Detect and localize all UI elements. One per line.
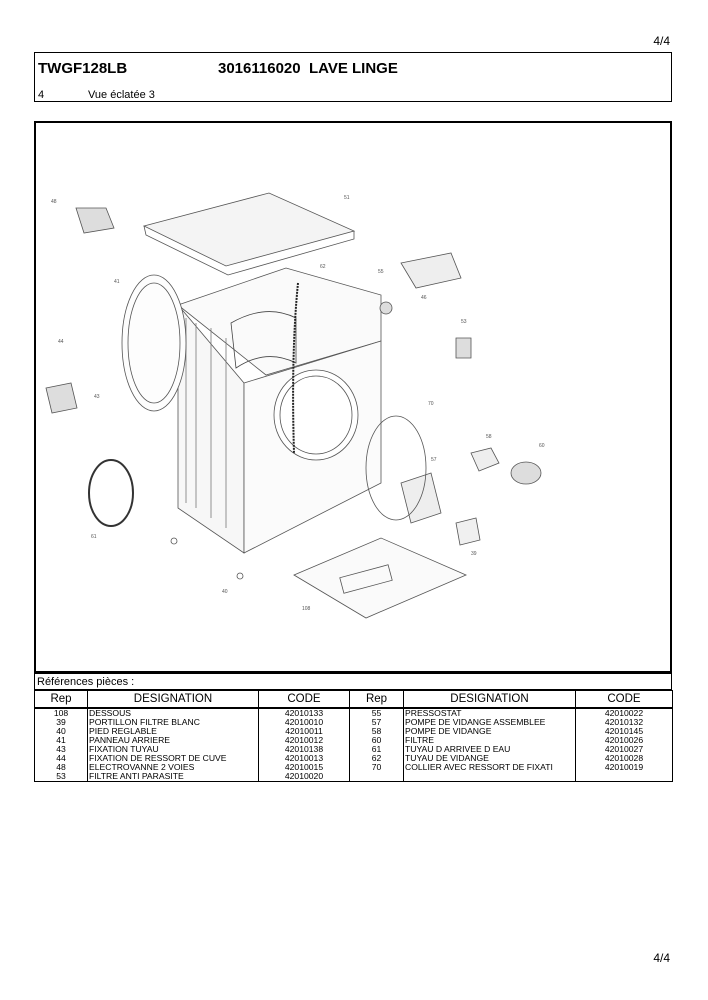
table-row: 41 PANNEAU ARRIERE 42010012 60 FILTRE 42…: [34, 736, 673, 745]
cell-code: 42010012: [258, 736, 350, 745]
cell-code: 42010026: [575, 736, 673, 745]
washing-machine-drawing: 48 51 41 62 55 46 44 53 43 70 58 60 57 6…: [45, 192, 545, 619]
cell-rep: 55: [349, 708, 404, 718]
label-44: 44: [58, 339, 64, 345]
cell-rep: 40: [34, 727, 88, 736]
page-number-bottom: 4/4: [653, 951, 670, 965]
cell-rep: 57: [349, 718, 404, 727]
page-number-top: 4/4: [653, 34, 670, 48]
table-row: 43 FIXATION TUYAU 42010138 61 TUYAU D AR…: [34, 745, 673, 754]
model-number: TWGF128LB: [38, 60, 128, 77]
label-108: 108: [302, 606, 311, 612]
document-header: TWGF128LB 3016116020 LAVE LINGE 4 Vue éc…: [34, 52, 672, 102]
table-row: 48 ELECTROVANNE 2 VOIES 42010015 70 COLL…: [34, 763, 673, 772]
cell-rep: [349, 772, 404, 782]
cell-rep: 43: [34, 745, 88, 754]
cell-code: 42010015: [258, 763, 350, 772]
table-row: 44 FIXATION DE RESSORT DE CUVE 42010013 …: [34, 754, 673, 763]
cell-rep: 41: [34, 736, 88, 745]
cell-designation: PANNEAU ARRIERE: [87, 736, 259, 745]
label-62: 62: [320, 264, 326, 270]
cell-code: 42010013: [258, 754, 350, 763]
cell-code: 42010145: [575, 727, 673, 736]
cell-rep: 60: [349, 736, 404, 745]
table-row: 40 PIED REGLABLE 42010011 58 POMPE DE VI…: [34, 727, 673, 736]
label-70: 70: [428, 401, 434, 407]
cell-designation: ELECTROVANNE 2 VOIES: [87, 763, 259, 772]
table-row: 108 DESSOUS 42010133 55 PRESSOSTAT 42010…: [34, 708, 673, 718]
cell-designation: [403, 772, 576, 782]
cell-rep: 48: [34, 763, 88, 772]
label-51: 51: [344, 195, 350, 201]
label-57: 57: [431, 457, 437, 463]
cell-code: 42010133: [258, 708, 350, 718]
label-61: 61: [91, 534, 97, 540]
cell-code: 42010010: [258, 718, 350, 727]
cell-designation: FIXATION TUYAU: [87, 745, 259, 754]
cell-code: 42010020: [258, 772, 350, 782]
label-48: 48: [51, 199, 57, 205]
label-41: 41: [114, 279, 120, 285]
cell-designation: DESSOUS: [87, 708, 259, 718]
cell-rep: 58: [349, 727, 404, 736]
view-name: Vue éclatée 3: [88, 89, 155, 101]
view-number: 4: [38, 89, 45, 101]
label-43: 43: [94, 394, 100, 400]
label-39: 39: [471, 551, 477, 557]
cell-rep: 108: [34, 708, 88, 718]
cell-rep: 61: [349, 745, 404, 754]
cell-code: [575, 772, 673, 782]
label-58: 58: [486, 434, 492, 440]
cell-designation: PIED REGLABLE: [87, 727, 259, 736]
cell-rep: 62: [349, 754, 404, 763]
cell-rep: 70: [349, 763, 404, 772]
cell-designation: TUYAU DE VIDANGE: [403, 754, 576, 763]
cell-designation: PRESSOSTAT: [403, 708, 576, 718]
col-header-designation: DESIGNATION: [87, 690, 259, 709]
table-row: 39 PORTILLON FILTRE BLANC 42010010 57 PO…: [34, 718, 673, 727]
cell-rep: 39: [34, 718, 88, 727]
label-46: 46: [421, 295, 427, 301]
cell-code: 42010132: [575, 718, 673, 727]
col-header-code-2: CODE: [575, 690, 673, 709]
cell-code: 42010138: [258, 745, 350, 754]
label-55: 55: [378, 269, 384, 275]
parts-table: Rep DESIGNATION CODE Rep DESIGNATION COD…: [34, 690, 673, 782]
cell-rep: 53: [34, 772, 88, 782]
col-header-rep-2: Rep: [349, 690, 404, 709]
cell-code: 42010022: [575, 708, 673, 718]
cell-code: 42010019: [575, 763, 673, 772]
label-60: 60: [539, 443, 545, 449]
cell-designation: PORTILLON FILTRE BLANC: [87, 718, 259, 727]
cell-code: 42010027: [575, 745, 673, 754]
product-code: 3016116020 LAVE LINGE: [218, 60, 398, 77]
col-header-designation-2: DESIGNATION: [403, 690, 576, 709]
table-header-row: Rep DESIGNATION CODE Rep DESIGNATION COD…: [34, 690, 673, 709]
cell-designation: FIXATION DE RESSORT DE CUVE: [87, 754, 259, 763]
cell-code: 42010011: [258, 727, 350, 736]
label-40: 40: [222, 589, 228, 595]
exploded-view-diagram: 48 51 41 62 55 46 44 53 43 70 58 60 57 6…: [34, 121, 672, 673]
cell-designation: FILTRE: [403, 736, 576, 745]
cell-designation: COLLIER AVEC RESSORT DE FIXATI: [403, 763, 576, 772]
parts-reference-title: Références pièces :: [34, 673, 672, 690]
col-header-code: CODE: [258, 690, 350, 709]
col-header-rep: Rep: [34, 690, 88, 709]
cell-designation: POMPE DE VIDANGE: [403, 727, 576, 736]
cell-designation: TUYAU D ARRIVEE D EAU: [403, 745, 576, 754]
cell-designation: FILTRE ANTI PARASITE: [87, 772, 259, 782]
label-53: 53: [461, 319, 467, 325]
table-row: 53 FILTRE ANTI PARASITE 42010020: [34, 772, 673, 782]
cell-rep: 44: [34, 754, 88, 763]
cell-code: 42010028: [575, 754, 673, 763]
cell-designation: POMPE DE VIDANGE ASSEMBLEE: [403, 718, 576, 727]
